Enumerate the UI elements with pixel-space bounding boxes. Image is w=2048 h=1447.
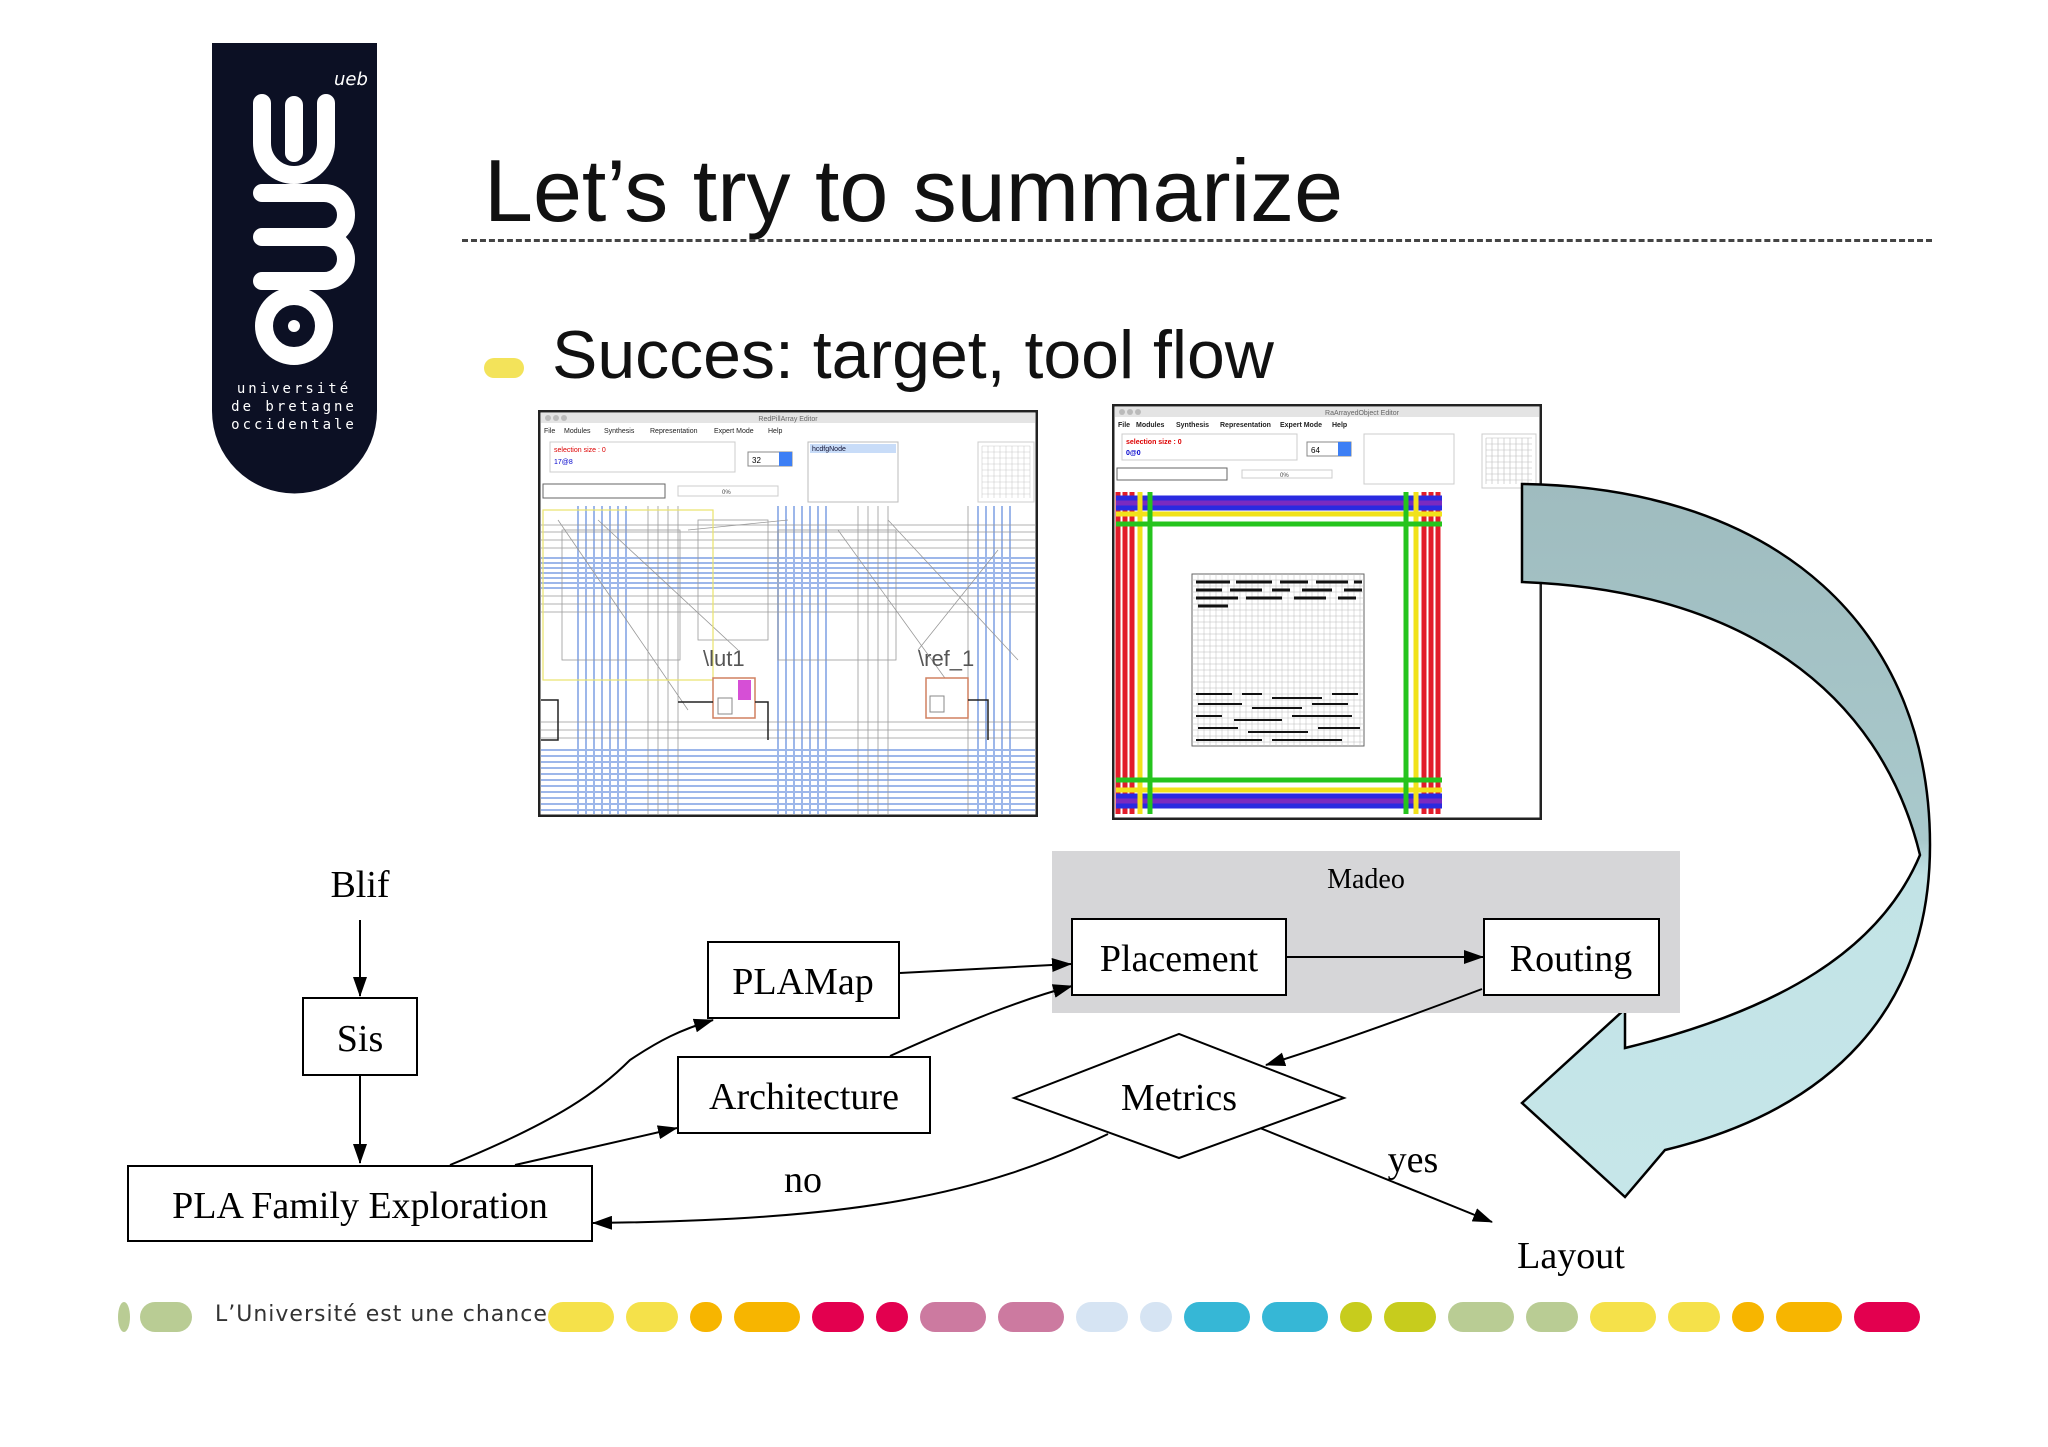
footer-dot <box>1262 1302 1328 1332</box>
title-divider <box>462 239 1932 242</box>
cell-label-ref1: \ref_1 <box>918 646 974 671</box>
coord-readout: 17@8 <box>554 459 573 466</box>
cell-label-lut1: \lut1 <box>703 646 745 671</box>
node-placement: Placement <box>1100 938 1259 980</box>
footer-slogan: L’Université est une chance <box>215 1302 548 1327</box>
footer-dot <box>1732 1302 1764 1332</box>
edge-metrics-pla-no <box>592 1133 1109 1230</box>
edge-label-no: no <box>784 1159 822 1201</box>
menu-synthesis[interactable]: Synthesis <box>1176 422 1209 429</box>
logo-word-2: de bretagne <box>231 399 357 415</box>
menu-synthesis[interactable]: Synthesis <box>604 428 635 435</box>
footer-dot <box>920 1302 986 1332</box>
menu-representation[interactable]: Representation <box>1220 422 1271 429</box>
menu-modules[interactable]: Modules <box>564 428 591 435</box>
node-sis: Sis <box>337 1018 383 1060</box>
raarrayed-editor-screenshot: RaArrayedObject Editor File Modules Synt… <box>1112 404 1542 820</box>
menu-expert-mode[interactable]: Expert Mode <box>1280 422 1322 429</box>
node-plamap: PLAMap <box>732 961 873 1003</box>
redpill-editor-screenshot: RedPillArray Editor File Modules Synthes… <box>538 410 1038 817</box>
slide-title: Let’s try to summarize <box>484 141 1344 240</box>
footer-dot <box>690 1302 722 1332</box>
footer-dot <box>1668 1302 1720 1332</box>
footer-dot <box>1184 1302 1250 1332</box>
menu-help[interactable]: Help <box>768 428 783 435</box>
edge-pla-architecture <box>514 1125 678 1166</box>
selection-size: selection size : 0 <box>554 447 606 454</box>
footer-dot <box>1590 1302 1656 1332</box>
menu-help[interactable]: Help <box>1332 422 1347 429</box>
footer-dot <box>876 1302 908 1332</box>
logo-word-1: université <box>237 381 351 397</box>
selection-size: selection size : 0 <box>1126 439 1182 446</box>
bullet-marker <box>484 358 524 378</box>
spinner-value: 64 <box>1311 446 1320 455</box>
footer-dot <box>1384 1302 1436 1332</box>
progress-label: 0% <box>722 490 731 496</box>
footer-dot <box>626 1302 678 1332</box>
footer-dot <box>140 1302 192 1332</box>
menu-expert-mode[interactable]: Expert Mode <box>714 428 754 435</box>
logo-badge: ueb <box>334 69 368 90</box>
coord-readout: 0@0 <box>1126 450 1141 457</box>
edge-plamap-placement <box>899 958 1072 974</box>
menu-modules[interactable]: Modules <box>1136 422 1164 429</box>
node-routing: Routing <box>1510 938 1632 980</box>
node-layout: Layout <box>1517 1235 1625 1277</box>
edge-label-yes: yes <box>1388 1139 1439 1181</box>
node-pla-family-exploration: PLA Family Exploration <box>172 1185 548 1227</box>
footer-dot <box>812 1302 864 1332</box>
footer-dot-strip <box>118 1302 1920 1332</box>
progress-label: 0% <box>1280 473 1289 479</box>
bullet-text: Succes: target, tool flow <box>552 317 1274 393</box>
edge-pla-plamap <box>449 1018 714 1166</box>
ubo-logo: ueb université de bretagne occidentale <box>212 43 377 494</box>
madeo-cluster-label: Madeo <box>1327 864 1405 895</box>
edge-metrics-layout-yes <box>1259 1127 1493 1223</box>
edge-architecture-placement <box>889 984 1073 1057</box>
footer-dot <box>1526 1302 1578 1332</box>
node-metrics: Metrics <box>1121 1077 1237 1119</box>
spinner-value: 32 <box>752 456 761 465</box>
window-title: RaArrayedObject Editor <box>1325 410 1400 417</box>
footer-dot <box>548 1302 614 1332</box>
footer-dot <box>998 1302 1064 1332</box>
feedback-curved-arrow <box>1520 482 1932 1199</box>
footer-dot <box>1140 1302 1172 1332</box>
edge-routing-metrics <box>1265 988 1483 1067</box>
window-title: RedPillArray Editor <box>758 416 818 423</box>
menu-file[interactable]: File <box>1118 422 1130 429</box>
footer-dot <box>1448 1302 1514 1332</box>
footer-dot <box>118 1302 130 1332</box>
footer-dot <box>1776 1302 1842 1332</box>
logo-word-3: occidentale <box>231 417 357 433</box>
menu-representation[interactable]: Representation <box>650 428 698 435</box>
footer-dot <box>734 1302 800 1332</box>
footer-dot <box>1076 1302 1128 1332</box>
menu-file[interactable]: File <box>544 428 555 435</box>
node-blif: Blif <box>330 864 389 906</box>
footer-dot <box>1340 1302 1372 1332</box>
footer-dot <box>1854 1302 1920 1332</box>
node-list-item[interactable]: hcdfgNode <box>812 446 846 453</box>
node-architecture: Architecture <box>709 1076 899 1118</box>
